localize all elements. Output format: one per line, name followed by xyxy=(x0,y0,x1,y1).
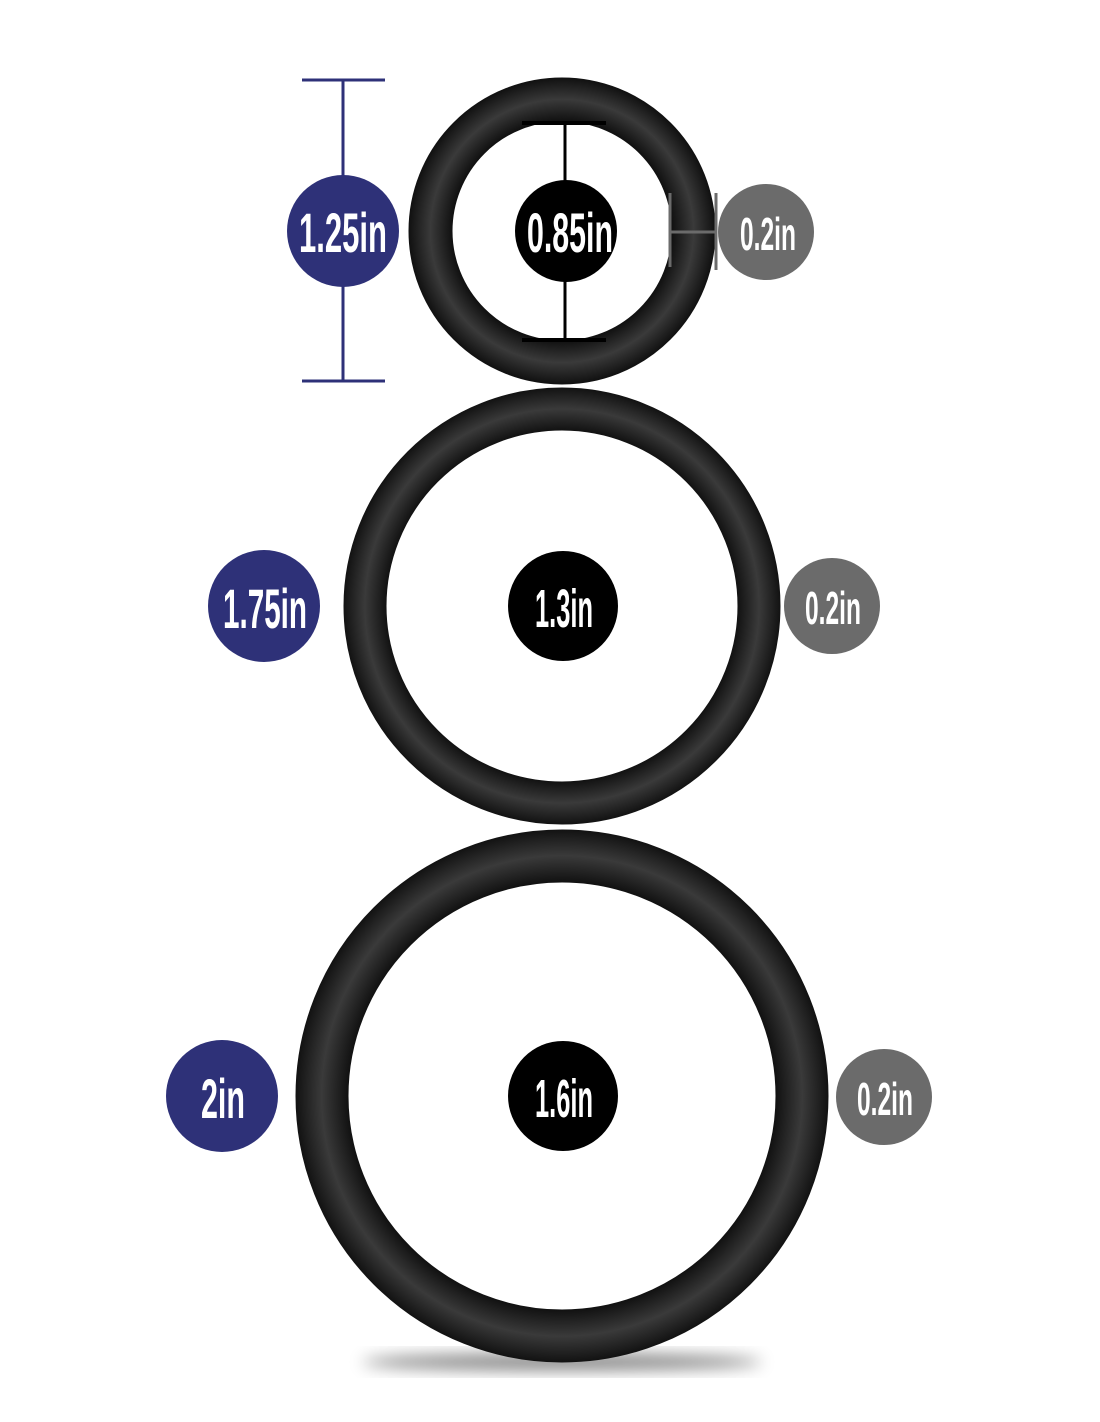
svg-text:2in: 2in xyxy=(201,1067,245,1130)
svg-text:1.6in: 1.6in xyxy=(535,1069,593,1129)
outer-diameter-badge: 1.25in xyxy=(287,175,399,287)
thickness-badge: 0.2in xyxy=(718,184,814,280)
svg-text:0.2in: 0.2in xyxy=(805,582,861,634)
outer-diameter-badge: 1.75in xyxy=(208,550,320,662)
svg-text:0.85in: 0.85in xyxy=(527,201,613,264)
svg-text:1.75in: 1.75in xyxy=(223,577,307,640)
svg-text:0.2in: 0.2in xyxy=(740,208,796,260)
ring-medium xyxy=(343,387,781,825)
inner-diameter-badge: 0.85in xyxy=(515,180,617,282)
svg-text:0.2in: 0.2in xyxy=(857,1073,913,1125)
thickness-badge: 0.2in xyxy=(784,558,880,654)
outer-diameter-badge: 2in xyxy=(166,1040,278,1152)
inner-diameter-badge: 1.3in xyxy=(508,551,618,661)
svg-text:1.3in: 1.3in xyxy=(535,579,593,639)
svg-text:1.25in: 1.25in xyxy=(299,201,387,264)
ring-large xyxy=(295,829,829,1363)
inner-diameter-badge: 1.6in xyxy=(508,1041,618,1151)
thickness-dimension-line xyxy=(668,193,718,270)
thickness-badge: 0.2in xyxy=(836,1049,932,1145)
